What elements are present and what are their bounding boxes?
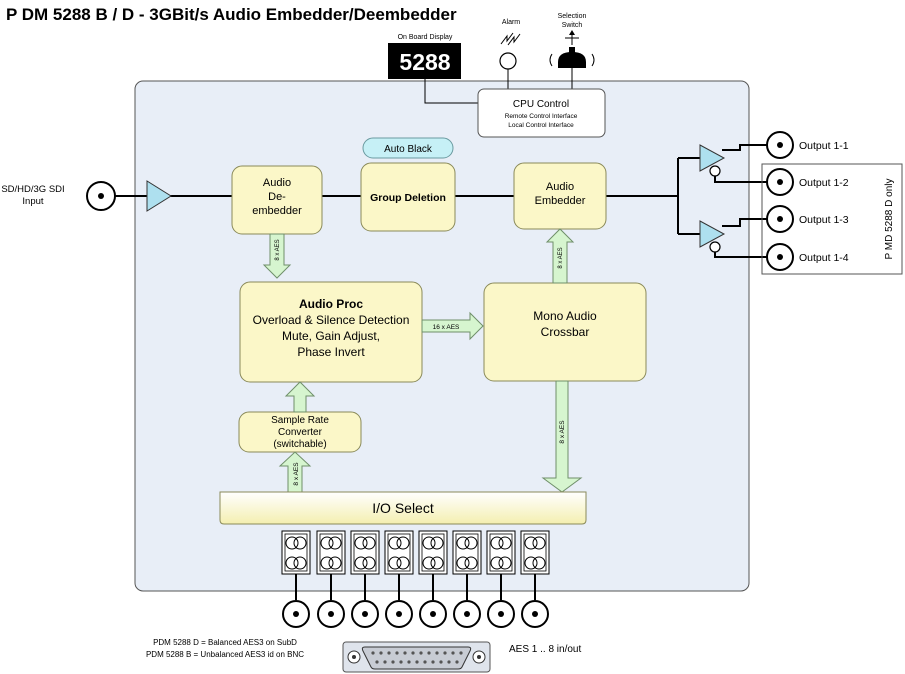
aes-bnc-4-icon: [385, 600, 413, 628]
crossbar-line2: Crossbar: [541, 325, 590, 339]
audio-proc-title: Audio Proc: [299, 297, 363, 311]
arrow-crossbar-to-emb: 8 x AES: [545, 228, 575, 284]
cpu-control-block: [477, 88, 606, 138]
cpu-title: CPU Control: [513, 99, 569, 110]
d-only-box: [761, 163, 903, 275]
onboard-display: [388, 43, 461, 79]
audio-proc-line2: Mute, Gain Adjust,: [282, 329, 380, 343]
display-value: 5288: [399, 49, 450, 75]
transformer-3: [350, 530, 380, 575]
transformer-7: [486, 530, 516, 575]
output-2-label: Output 1-2: [799, 177, 849, 189]
src-line3: (switchable): [273, 439, 326, 450]
aes-io-label: AES 1 .. 8 in/out: [509, 644, 581, 655]
cpu-line1: Remote Control Interface: [505, 113, 578, 120]
output-3-label: Output 1-3: [799, 214, 849, 226]
arrow-io-to-src: 8 x AES: [278, 451, 312, 493]
auto-black-label: Auto Black: [384, 144, 433, 155]
switch-label-1: Selection: [558, 13, 587, 20]
deembedder-line2: De-: [268, 191, 286, 203]
output-bnc-2-icon: [766, 168, 794, 196]
deembedder-line1: Audio: [263, 177, 291, 189]
footnote-line2: PDM 5288 B = Unbalanced AES3 id on BNC: [146, 650, 304, 659]
transformer-4: [384, 530, 414, 575]
output-amplifier-2-icon: [699, 220, 726, 253]
io-select-block: [219, 491, 587, 525]
io-select-label: I/O Select: [372, 500, 434, 516]
alarm-label: Alarm: [502, 19, 520, 26]
arrow-io-src-label: 8 x AES: [293, 462, 300, 486]
aes-bnc-3-icon: [351, 600, 379, 628]
transformer-8: [520, 530, 550, 575]
aes-bnc-8-icon: [521, 600, 549, 628]
src-line1: Sample Rate: [271, 415, 329, 426]
output-bnc-3-icon: [766, 205, 794, 233]
transformer-5: [418, 530, 448, 575]
output-amplifier-1-icon: [699, 144, 726, 177]
cpu-line2: Local Control Interface: [508, 122, 574, 129]
arrow-crossbar-emb-label: 8 x AES: [558, 247, 564, 268]
transformer-1: [281, 530, 311, 575]
group-deletion-label: Group Deletion: [370, 192, 446, 204]
sdi-input-bnc-icon: [86, 181, 116, 211]
arrow-crossbar-io-label: 8 x AES: [559, 420, 566, 444]
subd-connector-icon: [342, 641, 491, 673]
input-label-2: Input: [22, 196, 43, 207]
embedder-line1: Audio: [546, 181, 574, 193]
deembedder-line3: embedder: [252, 205, 302, 217]
input-amplifier-icon: [146, 180, 172, 212]
arrow-proc-to-crossbar: 16 x AES: [421, 311, 484, 341]
embedder-line2: Embedder: [535, 195, 586, 207]
aes-bnc-5-icon: [419, 600, 447, 628]
diagram-title: P DM 5288 B / D - 3GBit/s Audio Embedder…: [6, 5, 457, 24]
aes-connection-lines: [295, 574, 536, 600]
arrow-deemb-label: 8 x AES: [275, 239, 281, 260]
arrow-deemb-to-proc: 8 x AES: [262, 233, 292, 279]
d-only-label: P MD 5288 D only: [884, 179, 895, 260]
aes-bnc-7-icon: [487, 600, 515, 628]
arrow-crossbar-to-io: 8 x AES: [541, 380, 583, 493]
crossbar-line1: Mono Audio: [533, 309, 597, 323]
footnote-line1: PDM 5288 D = Balanced AES3 on SubD: [153, 638, 297, 647]
aes-bnc-1-icon: [282, 600, 310, 628]
display-label: On Board Display: [398, 34, 453, 41]
src-line2: Converter: [278, 427, 323, 438]
display-connection: [424, 79, 478, 104]
arrow-src-to-proc: [284, 381, 316, 413]
output-bnc-1-icon: [766, 131, 794, 159]
transformer-6: [452, 530, 482, 575]
output-4-label: Output 1-4: [799, 252, 849, 264]
selection-switch-icon: [549, 30, 595, 68]
switch-label-2: Switch: [562, 22, 583, 29]
input-label-1: SD/HD/3G SDI: [1, 184, 64, 195]
auto-black-block: [362, 137, 454, 159]
group-deletion-block: [360, 162, 456, 232]
arrow-proc-label: 16 x AES: [433, 324, 460, 331]
audio-proc-line1: Overload & Silence Detection: [253, 313, 410, 327]
aes-bnc-6-icon: [453, 600, 481, 628]
aes-bnc-2-icon: [317, 600, 345, 628]
output-1-label: Output 1-1: [799, 140, 849, 152]
alarm-led-icon: [499, 32, 521, 70]
output-bnc-4-icon: [766, 243, 794, 271]
transformer-2: [316, 530, 346, 575]
audio-proc-line3: Phase Invert: [297, 345, 365, 359]
